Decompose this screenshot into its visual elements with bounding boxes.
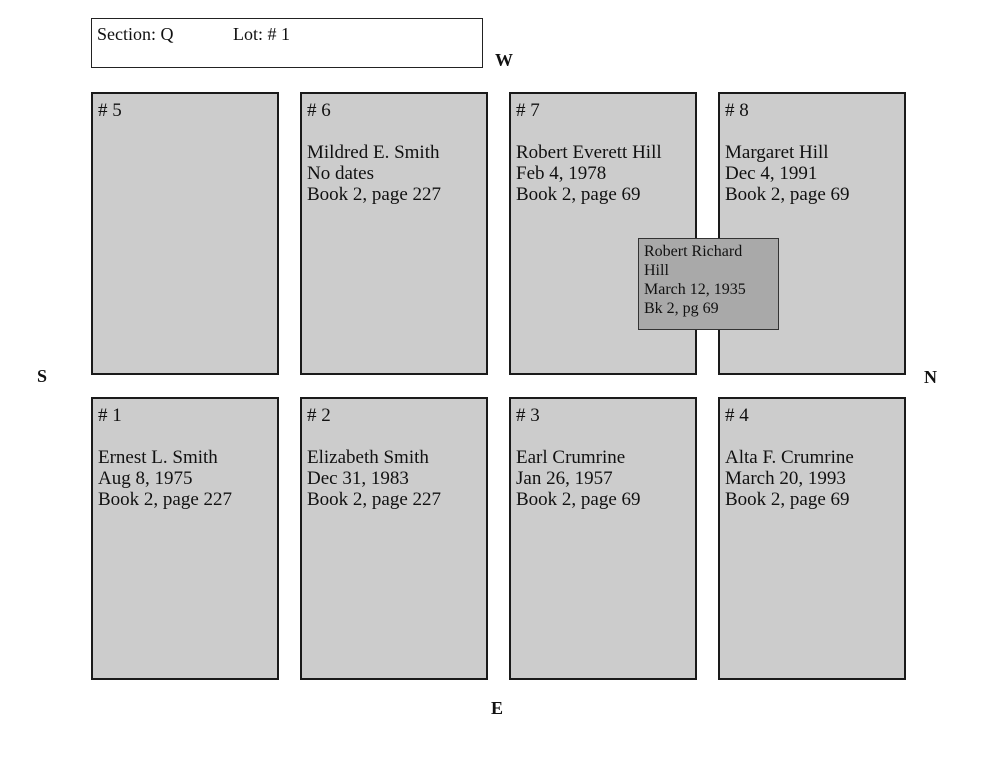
burial-name: Robert Everett Hill: [516, 142, 662, 163]
plot-details: Ernest L. Smith Aug 8, 1975 Book 2, page…: [98, 447, 273, 510]
plot-number: # 4: [725, 405, 749, 426]
plot-details: Alta F. Crumrine March 20, 1993 Book 2, …: [725, 447, 900, 510]
plot-number: # 3: [516, 405, 540, 426]
burial-date: Aug 8, 1975: [98, 468, 193, 489]
burial-name: Elizabeth Smith: [307, 447, 429, 468]
burial-record: Book 2, page 227: [98, 489, 233, 510]
burial-date: Jan 26, 1957: [516, 468, 613, 489]
plot-number: # 2: [307, 405, 331, 426]
plot-6[interactable]: # 6 Mildred E. Smith No dates Book 2, pa…: [300, 92, 488, 375]
plot-4[interactable]: # 4 Alta F. Crumrine March 20, 1993 Book…: [718, 397, 906, 680]
burial-record: Book 2, page 69: [725, 184, 850, 205]
plot-2[interactable]: # 2 Elizabeth Smith Dec 31, 1983 Book 2,…: [300, 397, 488, 680]
lot-label: Lot: # 1: [233, 24, 290, 44]
popup-name-line-2: Hill: [644, 262, 669, 279]
burial-date: March 20, 1993: [725, 468, 846, 489]
burial-record: Book 2, page 69: [516, 489, 641, 510]
burial-record: Book 2, page 227: [307, 489, 442, 510]
plot-details: Robert Everett Hill Feb 4, 1978 Book 2, …: [516, 142, 691, 205]
section-lot-header: Section: Q Lot: # 1: [91, 18, 483, 68]
plot-1[interactable]: # 1 Ernest L. Smith Aug 8, 1975 Book 2, …: [91, 397, 279, 680]
compass-east: E: [491, 698, 504, 718]
compass-north: N: [924, 367, 937, 387]
plot-number: # 5: [98, 100, 122, 121]
burial-name: Mildred E. Smith: [307, 142, 440, 163]
burial-record: Book 2, page 69: [516, 184, 641, 205]
plot-7[interactable]: # 7 Robert Everett Hill Feb 4, 1978 Book…: [509, 92, 697, 375]
popup-date: March 12, 1935: [644, 281, 746, 298]
burial-record: Book 2, page 227: [307, 184, 442, 205]
plot-5[interactable]: # 5: [91, 92, 279, 375]
popup-record: Bk 2, pg 69: [644, 300, 719, 317]
section-label: Section: Q: [97, 24, 174, 44]
compass-south: S: [37, 366, 48, 386]
burial-name: Earl Crumrine: [516, 447, 626, 468]
plot-details: Mildred E. Smith No dates Book 2, page 2…: [307, 142, 482, 205]
burial-name: Margaret Hill: [725, 142, 829, 163]
plot-3[interactable]: # 3 Earl Crumrine Jan 26, 1957 Book 2, p…: [509, 397, 697, 680]
plot-details: Elizabeth Smith Dec 31, 1983 Book 2, pag…: [307, 447, 482, 510]
burial-popup[interactable]: Robert Richard Hill March 12, 1935 Bk 2,…: [638, 238, 779, 330]
plot-details: Margaret Hill Dec 4, 1991 Book 2, page 6…: [725, 142, 900, 205]
burial-date: Feb 4, 1978: [516, 163, 607, 184]
plot-number: # 8: [725, 100, 749, 121]
plot-number: # 7: [516, 100, 540, 121]
compass-west: W: [495, 50, 513, 70]
plot-details: Earl Crumrine Jan 26, 1957 Book 2, page …: [516, 447, 691, 510]
plot-number: # 6: [307, 100, 331, 121]
burial-date: Dec 4, 1991: [725, 163, 818, 184]
plot-number: # 1: [98, 405, 122, 426]
plot-8[interactable]: # 8 Margaret Hill Dec 4, 1991 Book 2, pa…: [718, 92, 906, 375]
burial-date: No dates: [307, 163, 375, 184]
burial-name: Ernest L. Smith: [98, 447, 218, 468]
burial-record: Book 2, page 69: [725, 489, 850, 510]
popup-name-line-1: Robert Richard: [644, 243, 743, 260]
burial-date: Dec 31, 1983: [307, 468, 409, 489]
burial-name: Alta F. Crumrine: [725, 447, 854, 468]
